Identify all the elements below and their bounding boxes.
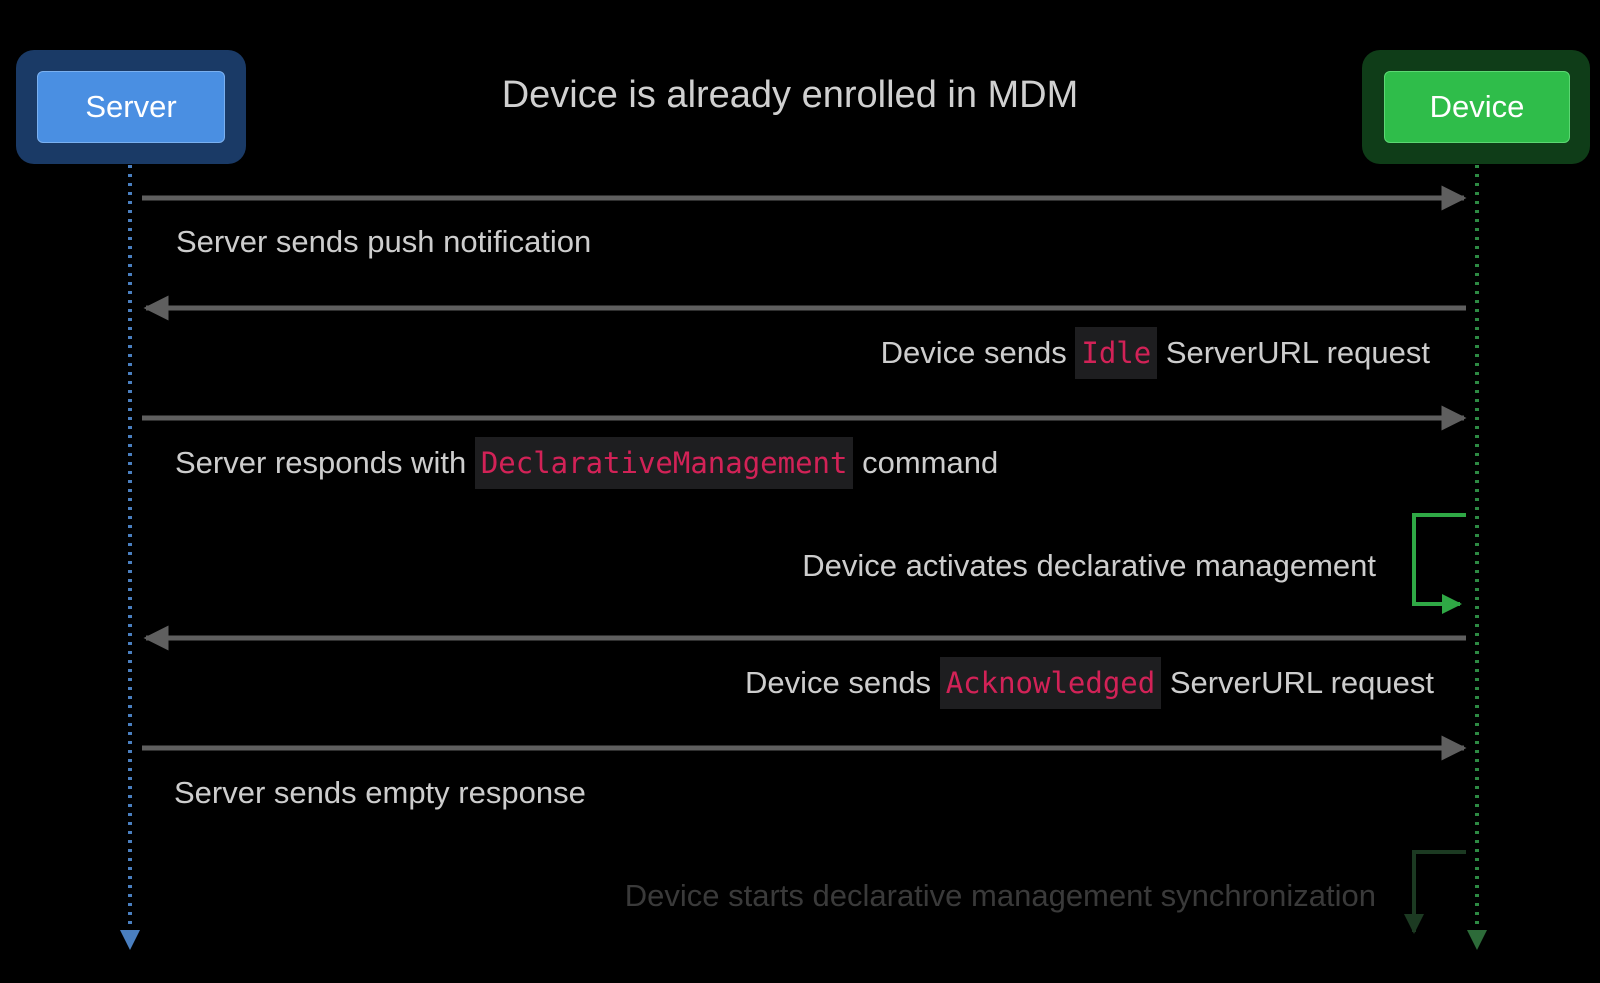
device-actor: Device [1384, 71, 1570, 143]
diagram-title: Device is already enrolled in MDM [501, 74, 1079, 116]
server-actor: Server [37, 71, 225, 143]
step-text: Device starts declarative management syn… [624, 878, 1376, 913]
step-label: Device sends Idle ServerURL request [881, 327, 1430, 379]
code-token: Acknowledged [939, 657, 1162, 709]
code-token: DeclarativeManagement [474, 437, 854, 489]
step-text: ServerURL request [1161, 665, 1434, 700]
step-text: Device sends [744, 665, 940, 700]
arrow-activate-self [1412, 513, 1466, 614]
step-text: Device activates declarative management [802, 548, 1376, 583]
step-text: ServerURL request [1157, 335, 1430, 370]
code-token: Idle [1075, 327, 1158, 379]
step-label: Server sends push notification [176, 216, 591, 268]
step-label: Device sends Acknowledged ServerURL requ… [745, 657, 1434, 709]
step-text: Server sends push notification [176, 224, 592, 259]
step-label: Server responds with DeclarativeManageme… [175, 437, 998, 489]
step-label: Device activates declarative management [802, 540, 1376, 592]
arrow-sync-self [1404, 850, 1466, 934]
step-text: Server responds with [175, 445, 475, 480]
step-text: Device sends [880, 335, 1076, 370]
step-label: Device starts declarative management syn… [625, 870, 1376, 922]
step-text: command [853, 445, 999, 480]
step-label: Server sends empty response [174, 767, 586, 819]
step-text: Server sends empty response [174, 775, 586, 810]
